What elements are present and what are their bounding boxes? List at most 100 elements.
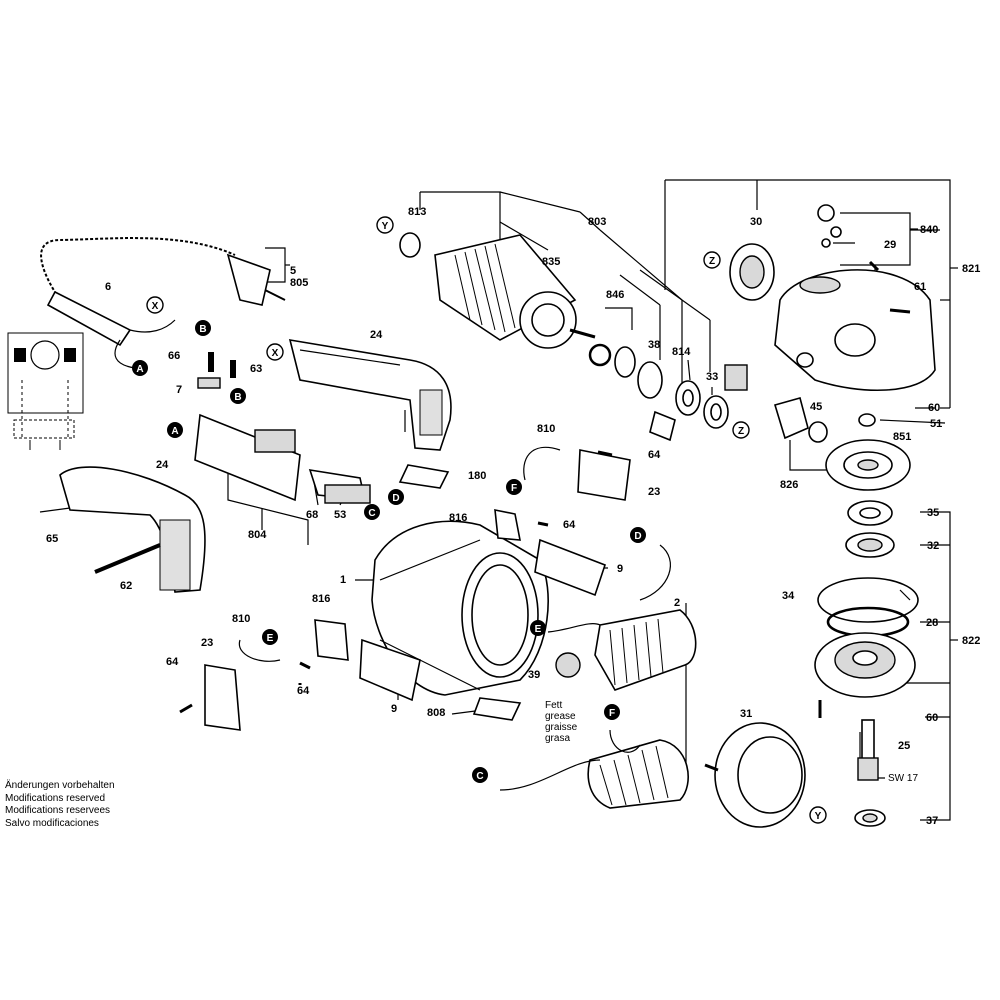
label-31: 31 <box>740 708 752 720</box>
label-53: 53 <box>334 509 346 521</box>
label-9-right: 9 <box>617 563 623 575</box>
label-7: 7 <box>176 384 182 396</box>
wires <box>238 446 671 791</box>
label-64-mid2: 64 <box>563 519 576 531</box>
label-65: 65 <box>46 533 58 545</box>
connector-z-mid: Z <box>732 421 750 439</box>
label-33: 33 <box>706 371 718 383</box>
label-5: 5 <box>290 265 296 277</box>
label-816-mid: 816 <box>449 512 467 524</box>
connector-e-low: E <box>262 629 278 645</box>
label-822: 822 <box>962 635 980 647</box>
svg-text:C: C <box>476 771 483 782</box>
svg-text:A: A <box>136 364 143 375</box>
svg-text:Z: Z <box>709 256 715 267</box>
connector-x-top: X <box>146 296 164 314</box>
gear-set <box>773 397 911 491</box>
label-23-right: 23 <box>648 486 660 498</box>
label-2: 2 <box>674 597 680 609</box>
svg-text:D: D <box>634 531 641 542</box>
label-808: 808 <box>427 707 445 719</box>
notice-german: Änderungen vorbehalten <box>5 780 115 791</box>
label-68: 68 <box>306 509 318 521</box>
wheel-guard <box>704 722 806 828</box>
label-64-low: 64 <box>166 656 179 668</box>
connector-e-mid: E <box>530 620 546 636</box>
svg-text:B: B <box>199 324 206 335</box>
handle-left <box>39 466 206 593</box>
connector-x-handle: X <box>266 343 284 361</box>
brush-holders <box>179 449 631 731</box>
label-810-mid: 810 <box>537 423 555 435</box>
connector-d-switch: D <box>388 489 404 505</box>
label-813: 813 <box>408 206 426 218</box>
grease-note-line-4: grasa <box>545 733 570 744</box>
svg-text:X: X <box>272 348 279 359</box>
label-814: 814 <box>672 346 691 358</box>
label-9-low: 9 <box>391 703 397 715</box>
grease-note-line-2: grease <box>545 711 576 722</box>
label-sw17: SW 17 <box>888 773 918 784</box>
svg-text:D: D <box>392 493 399 504</box>
grease-note-line-3: graisse <box>545 722 578 733</box>
label-826: 826 <box>780 479 798 491</box>
connector-c-low: C <box>472 767 488 783</box>
svg-text:X: X <box>152 301 159 312</box>
label-24-top: 24 <box>370 329 383 341</box>
label-1: 1 <box>340 574 346 586</box>
modification-notice: Änderungen vorbehalten Modifications res… <box>5 780 115 830</box>
label-45: 45 <box>810 401 822 413</box>
label-846: 846 <box>606 289 624 301</box>
label-30: 30 <box>750 216 762 228</box>
label-6: 6 <box>105 281 111 293</box>
label-803: 803 <box>588 216 606 228</box>
label-804: 804 <box>248 529 267 541</box>
flange-stack <box>814 500 919 827</box>
svg-text:F: F <box>511 483 517 494</box>
label-34: 34 <box>782 590 795 602</box>
connector-f-low: F <box>604 704 620 720</box>
connector-a-switch: A <box>167 422 183 438</box>
label-64-low2: 64 <box>297 685 310 697</box>
label-25: 25 <box>898 740 910 752</box>
label-35: 35 <box>927 507 939 519</box>
connector-markers: X X Y Y Z Z A A B B C C D D E E F F <box>132 216 827 824</box>
connector-d-mid: D <box>630 527 646 543</box>
handle-top <box>288 339 452 451</box>
label-39: 39 <box>528 669 540 681</box>
svg-text:Y: Y <box>815 811 822 822</box>
label-28: 28 <box>926 617 938 629</box>
label-51: 51 <box>930 418 942 430</box>
label-180: 180 <box>468 470 486 482</box>
notice-spanish: Salvo modificaciones <box>5 817 99 829</box>
connector-f-mid: F <box>506 479 522 495</box>
bearings <box>588 343 748 442</box>
gear-housing <box>729 204 936 392</box>
label-840: 840 <box>920 224 938 236</box>
label-23-low: 23 <box>201 637 213 649</box>
svg-text:B: B <box>234 392 241 403</box>
label-32: 32 <box>927 540 939 552</box>
part-labels: 813 803 835 30 840 29 821 5 805 6 846 38… <box>46 206 980 827</box>
notice-english: Modifications reserved <box>5 792 106 804</box>
notice-french: Modifications reservees <box>5 805 111 816</box>
grease-note-line-1: Fett <box>545 700 562 711</box>
label-821: 821 <box>962 263 980 275</box>
label-38: 38 <box>648 339 660 351</box>
label-62: 62 <box>120 580 132 592</box>
svg-text:E: E <box>267 633 274 644</box>
svg-text:E: E <box>535 624 542 635</box>
label-805: 805 <box>290 277 308 289</box>
connector-b-top: B <box>195 320 211 336</box>
label-64-mid: 64 <box>648 449 661 461</box>
connector-a-top: A <box>132 360 148 376</box>
svg-text:C: C <box>368 508 375 519</box>
svg-text:A: A <box>171 426 178 437</box>
motor-housing <box>359 464 607 721</box>
switch-assembly <box>194 352 371 504</box>
connector-y-low: Y <box>809 806 827 824</box>
armature <box>399 232 596 349</box>
connector-z-top: Z <box>703 251 721 269</box>
label-37: 37 <box>926 815 938 827</box>
